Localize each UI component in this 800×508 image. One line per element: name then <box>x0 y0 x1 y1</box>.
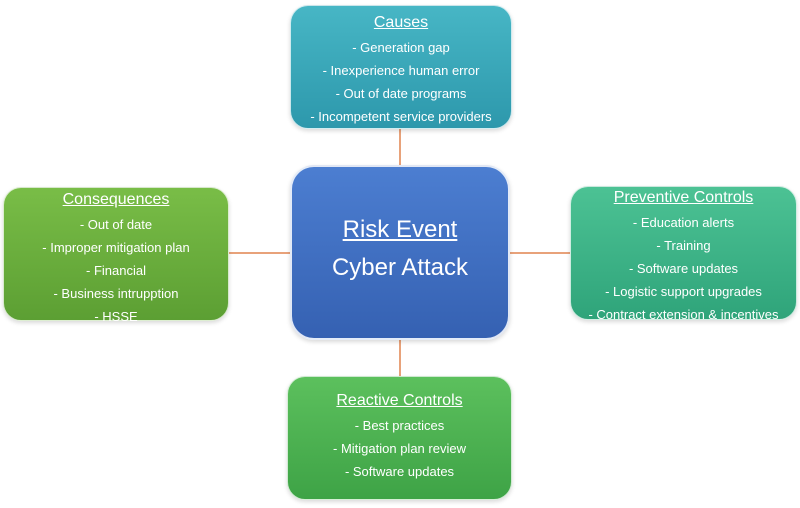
consequences-item: - Improper mitigation plan <box>42 240 190 255</box>
reactive-controls-item: - Software updates <box>344 464 455 479</box>
consequences-item: - Out of date <box>79 217 153 232</box>
preventive-controls-item: - Training <box>656 238 711 253</box>
preventive-controls-title: Preventive Controls <box>613 189 754 206</box>
reactive-controls-item: - Best practices <box>354 418 445 433</box>
causes-item: - Generation gap <box>352 40 450 55</box>
preventive-controls-item: - Contract extension & incentives <box>588 307 779 322</box>
reactive-controls-title: Reactive Controls <box>336 392 463 409</box>
connector-bottom <box>399 340 401 377</box>
causes-item: - Out of date programs <box>335 86 467 101</box>
reactive-controls-item: - Mitigation plan review <box>333 441 466 456</box>
causes-item: - Inexperience human error <box>322 63 480 78</box>
consequences-title: Consequences <box>62 191 170 208</box>
consequences-list: - Out of date - Improper mitigation plan… <box>4 213 228 328</box>
preventive-controls-item: - Logistic support upgrades <box>605 284 762 299</box>
consequences-item: - Financial <box>86 263 146 278</box>
risk-event-box: Risk Event Cyber Attack <box>290 165 510 340</box>
risk-event-title: Risk Event <box>342 216 458 243</box>
risk-event-subtitle: Cyber Attack <box>331 254 469 281</box>
causes-list: - Generation gap - Inexperience human er… <box>291 36 511 128</box>
preventive-controls-item: - Education alerts <box>632 215 735 230</box>
preventive-controls-box: Preventive Controls - Education alerts -… <box>570 186 797 322</box>
causes-title: Causes <box>373 14 429 31</box>
consequences-item: - Business intrupption <box>53 286 179 301</box>
reactive-controls-list: - Best practices - Mitigation plan revie… <box>288 414 511 483</box>
causes-item: - Incompetent service providers <box>310 109 492 124</box>
consequences-item: - HSSE <box>94 309 138 324</box>
consequences-box: Consequences - Out of date - Improper mi… <box>3 187 229 324</box>
connector-right <box>509 252 571 254</box>
preventive-controls-list: - Education alerts - Training - Software… <box>571 211 796 326</box>
connector-left <box>228 252 291 254</box>
causes-box: Causes - Generation gap - Inexperience h… <box>290 5 512 129</box>
preventive-controls-item: - Software updates <box>628 261 739 276</box>
reactive-controls-box: Reactive Controls - Best practices - Mit… <box>287 376 512 500</box>
connector-top <box>399 128 401 166</box>
